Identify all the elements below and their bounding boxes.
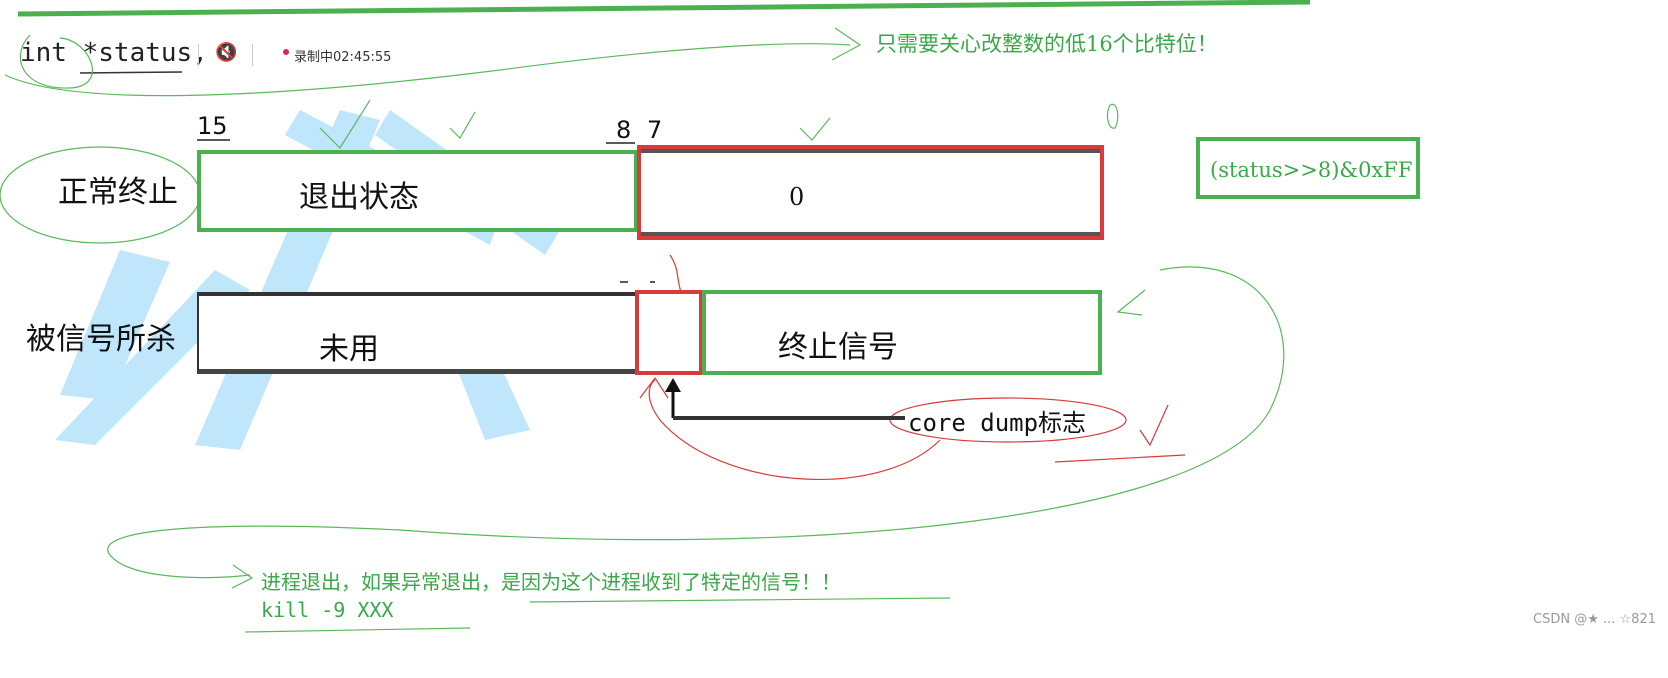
bit-label-8: 8 [616, 116, 632, 144]
code-declaration: int *status, [20, 38, 208, 68]
kill-command-note: kill -9 XXX [261, 598, 394, 622]
term-signal-label: 终止信号 [778, 330, 898, 365]
red-check-icon [1139, 404, 1169, 447]
low-byte-zero: 0 [789, 183, 805, 211]
unused-field: 未用 [197, 292, 638, 374]
core-dump-red-arrow [648, 379, 941, 480]
formula-box: (status>>8)&0xFF [1196, 137, 1420, 199]
core-dump-label: core dump标志 [908, 409, 1087, 437]
note-underline [244, 627, 471, 633]
csdn-watermark: CSDN @★ ... ☆821 [1533, 612, 1656, 627]
signal-arrow-curve [107, 266, 1285, 579]
recording-status: 录制中02:45:55 [294, 50, 392, 65]
record-dot-icon [283, 49, 289, 55]
row-label-normal: 正常终止 [58, 175, 178, 210]
red-underline [1054, 454, 1186, 463]
unused-label: 未用 [319, 332, 379, 367]
exit-status-field: 退出状态 [197, 150, 638, 232]
red-arrow-head [639, 376, 669, 399]
top-note: 只需要关心改整数的低16个比特位！ [876, 32, 1218, 56]
note-arrow-head [231, 564, 254, 589]
mute-icon[interactable]: 🔇 [215, 42, 238, 63]
top-green-line [17, 0, 1311, 17]
bottom-note: 进程退出，如果异常退出，是因为这个进程收到了特定的信号！！ [261, 570, 841, 594]
int-ellipse [19, 34, 93, 89]
code-underline [79, 71, 183, 74]
pointer-head-icon [665, 378, 681, 392]
signal-arrow-head [1116, 289, 1146, 316]
bit-label-15: 15 [197, 112, 228, 140]
bit-label-7: 7 [647, 116, 663, 144]
red-tick [669, 254, 683, 296]
exit-status-label: 退出状态 [299, 180, 419, 215]
note-underline [529, 597, 951, 603]
divider [198, 44, 199, 66]
term-signal-field: 终止信号 [702, 290, 1102, 375]
top-arrow-curve [4, 43, 851, 97]
top-arrow-head [831, 27, 862, 61]
divider [252, 44, 253, 66]
formula-text: (status>>8)&0xFF [1210, 158, 1413, 182]
check-icon [319, 99, 371, 149]
row-label-killed: 被信号所杀 [26, 322, 176, 357]
zero-scribble [1106, 103, 1119, 129]
core-dump-bit-field [635, 290, 703, 375]
low-byte-zero-field: 0 [637, 145, 1104, 240]
check-icon [449, 111, 476, 139]
check-icon [799, 117, 831, 141]
